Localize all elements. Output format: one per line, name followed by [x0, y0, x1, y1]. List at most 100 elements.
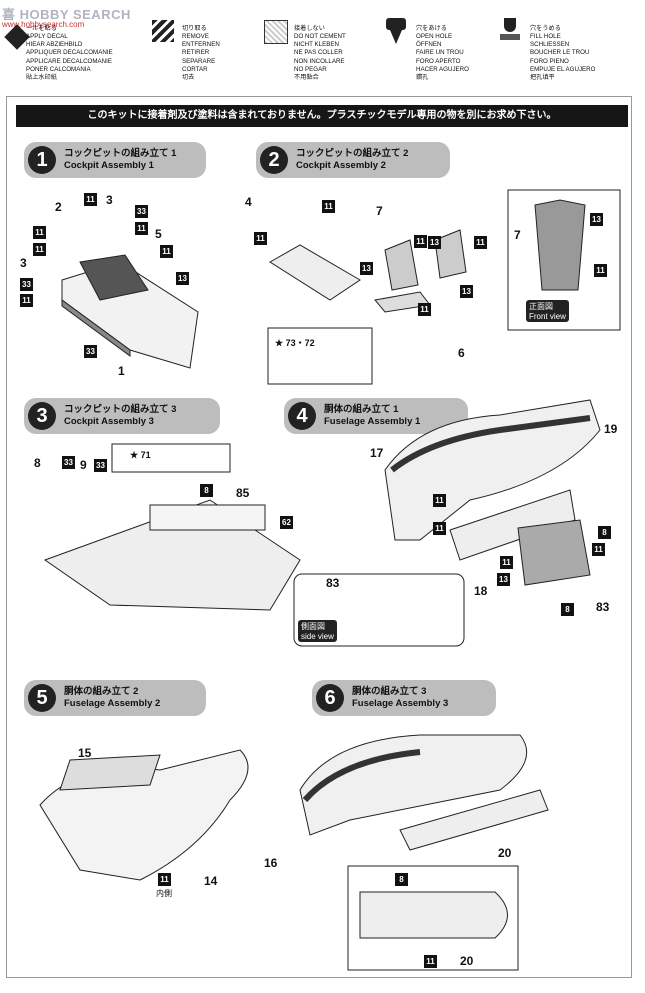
part-box: 11 [414, 235, 427, 248]
part-label: 20 [498, 846, 512, 860]
step-number: 2 [260, 146, 288, 174]
part-box: 11 [592, 543, 605, 556]
fill-hole-icon [500, 18, 520, 46]
part-box: 33 [135, 205, 148, 218]
part-label: 19 [604, 422, 618, 436]
panel-85 [149, 504, 266, 531]
part-box: 33 [94, 459, 107, 472]
part-label: 6 [458, 346, 465, 360]
part-label: 85 [236, 486, 250, 500]
watermark-url: www.hobbysearch.com [2, 20, 85, 29]
part-box: 13 [460, 285, 473, 298]
part-label: 83 [596, 600, 610, 614]
part-box: 62 [280, 516, 293, 529]
decal-71-inset [111, 443, 231, 473]
part-box: 11 [424, 955, 437, 968]
part-box: 33 [62, 456, 75, 469]
part-label: 14 [204, 874, 218, 888]
seat-front-shape [534, 199, 586, 291]
part-box: 11 [474, 236, 487, 249]
part-box: 33 [84, 345, 97, 358]
part-box: 13 [360, 262, 373, 275]
remove-icon [152, 20, 174, 42]
watermark-logo: 喜 HOBBY SEARCH [2, 7, 131, 22]
part-box: 8 [395, 873, 408, 886]
no-cement-icon [264, 20, 288, 44]
step-number: 4 [288, 402, 316, 430]
part-box: 11 [594, 264, 607, 277]
part-box: 11 [418, 303, 431, 316]
part-box: 11 [433, 494, 446, 507]
part-label: 16 [264, 856, 278, 870]
step-number: 1 [28, 146, 56, 174]
part-box: 11 [500, 556, 513, 569]
cockpit-floor-part [61, 254, 199, 369]
part-label: 4 [245, 195, 252, 209]
fuselage-stripe [390, 415, 591, 473]
part-box: 13 [176, 272, 189, 285]
window-panel-15 [59, 754, 161, 791]
seat-bench-83 [517, 519, 591, 586]
part-box: 11 [160, 245, 173, 258]
seat-parts [269, 229, 467, 313]
decal-ref: ★ 71 [130, 450, 151, 460]
part-label: 2 [55, 200, 62, 214]
fuselage-assembled [299, 734, 528, 836]
part-label: 9 [80, 458, 87, 472]
open-hole-icon [386, 18, 406, 46]
part-box: 11 [84, 193, 97, 206]
part-box: 11 [322, 200, 335, 213]
part-box: 13 [590, 213, 603, 226]
part-label: 15 [78, 746, 92, 760]
part-label: 8 [34, 456, 41, 470]
decal-ref: ★ 73・72 [275, 338, 315, 348]
part-label: 5 [155, 227, 162, 241]
part-label: 1 [118, 364, 125, 378]
part-label: 18 [474, 584, 488, 598]
part-box: 11 [135, 222, 148, 235]
part-box: 33 [20, 278, 33, 291]
part-box: 13 [497, 573, 510, 586]
part-box: 8 [598, 526, 611, 539]
part-20-shape [359, 891, 508, 939]
part-box: 11 [20, 294, 33, 307]
decal-inset [267, 327, 373, 385]
part-label: 17 [370, 446, 384, 460]
part-box: 11 [33, 243, 46, 256]
part-label: 3 [106, 193, 113, 207]
fuselage-panel-18 [449, 489, 576, 561]
part-label: 83 [326, 576, 340, 590]
fuselage-stripe-6 [302, 749, 421, 802]
step-number: 6 [316, 684, 344, 712]
part-label: 20 [460, 954, 474, 968]
part-box: 13 [428, 236, 441, 249]
part-box: 8 [200, 484, 213, 497]
part-label: 3 [20, 256, 27, 270]
part-box: 11 [433, 522, 446, 535]
part-label: 7 [514, 228, 521, 242]
notice-banner: このキットに接着剤及び塗料は含まれておりません。プラスチックモデル専用の物を別に… [16, 105, 628, 127]
part-label: 7 [376, 204, 383, 218]
page-frame [6, 96, 632, 978]
part-box: 11 [254, 232, 267, 245]
step-number: 3 [28, 402, 56, 430]
step-number: 5 [28, 684, 56, 712]
part-box: 8 [561, 603, 574, 616]
inside-note: 内側 [156, 889, 172, 898]
floor-panel-20 [399, 789, 549, 851]
part-box: 11 [33, 226, 46, 239]
